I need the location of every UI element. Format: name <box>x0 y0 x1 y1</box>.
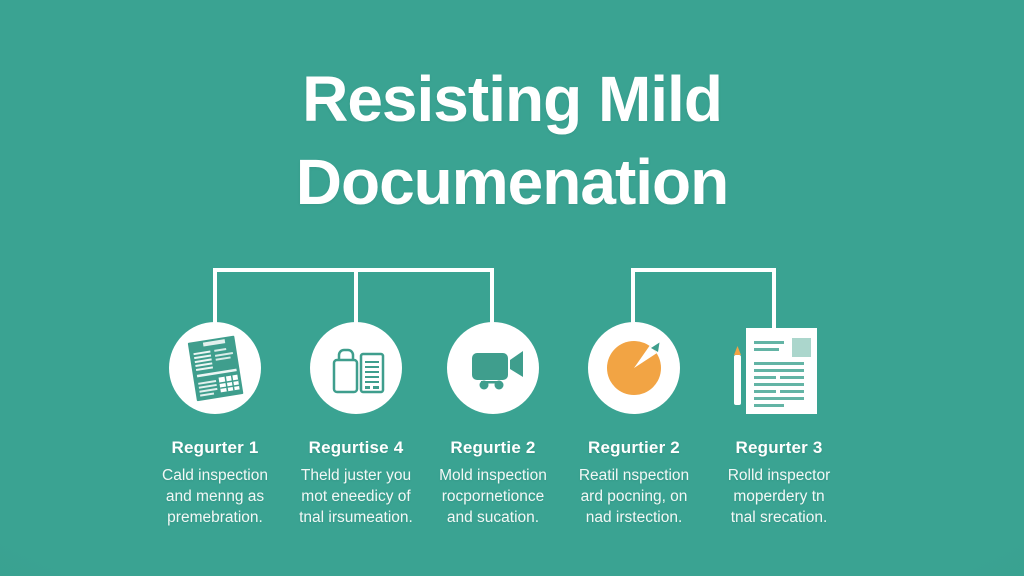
step-column-1: Regurter 1 Cald inspection and menng as … <box>133 322 297 528</box>
step-description-line: Theld juster you <box>300 467 412 484</box>
step-description-line: premebration. <box>167 509 263 526</box>
page-title: Resisting Mild Documenation <box>0 58 1024 224</box>
step-description: Theld juster you mot eneedicy of tnal ir… <box>274 465 438 528</box>
video-camera-icon <box>447 322 539 414</box>
step-description-line: mot eneedicy of <box>301 488 411 505</box>
step-description-line: tnal irsumeation. <box>299 509 413 526</box>
step-description: Mold inspection rocpornetionce and sucat… <box>411 465 575 528</box>
step-description-line: nad irstection. <box>585 509 683 526</box>
step-description-line: ard pocning, on <box>580 488 688 505</box>
connector-vertical-2 <box>354 268 358 324</box>
step-description-line: moperdery tn <box>733 488 825 505</box>
connector-vertical-4 <box>631 268 635 324</box>
connector-horizontal-right <box>631 268 776 272</box>
step-description-line: tnal srecation. <box>730 509 828 526</box>
step-column-3: Regurtie 2 Mold inspection rocpornetionc… <box>411 322 575 528</box>
step-description: Cald inspection and menng as premebratio… <box>133 465 297 528</box>
tilted-form-icon <box>169 322 261 414</box>
page-title-line-1: Resisting Mild <box>302 63 723 135</box>
step-column-5: Regurter 3 Rolld inspector moperdery tn … <box>697 322 861 528</box>
connector-vertical-3 <box>490 268 494 324</box>
step-description-line: Reatil nspection <box>578 467 690 484</box>
lock-document-icon <box>310 322 402 414</box>
document-pencil-icon <box>734 328 817 414</box>
connector-vertical-1 <box>213 268 217 324</box>
connector-horizontal-left <box>213 268 494 272</box>
step-label: Regurter 1 <box>171 438 259 457</box>
pie-chart-icon <box>588 322 680 414</box>
step-column-2: Regurtise 4 Theld juster you mot eneedic… <box>274 322 438 528</box>
step-label: Regurtise 4 <box>308 438 404 457</box>
step-column-4: Regurtier 2 Reatil nspection ard pocning… <box>552 322 716 528</box>
step-description-line: rocpornetionce <box>441 488 545 505</box>
step-label: Regurtier 2 <box>588 438 680 457</box>
page-title-line-2: Documenation <box>295 146 729 218</box>
step-description: Rolld inspector moperdery tn tnal srecat… <box>697 465 861 528</box>
connector-vertical-5 <box>772 268 776 332</box>
step-description: Reatil nspection ard pocning, on nad irs… <box>552 465 716 528</box>
step-description-line: Mold inspection <box>439 467 547 484</box>
step-description-line: and menng as <box>165 488 265 505</box>
step-label: Regurtie 2 <box>450 438 536 457</box>
step-description-line: Rolld inspector <box>727 467 831 484</box>
step-label: Regurter 3 <box>735 438 823 457</box>
step-description-line: Cald inspection <box>162 467 268 484</box>
step-description-line: and sucation. <box>446 509 540 526</box>
